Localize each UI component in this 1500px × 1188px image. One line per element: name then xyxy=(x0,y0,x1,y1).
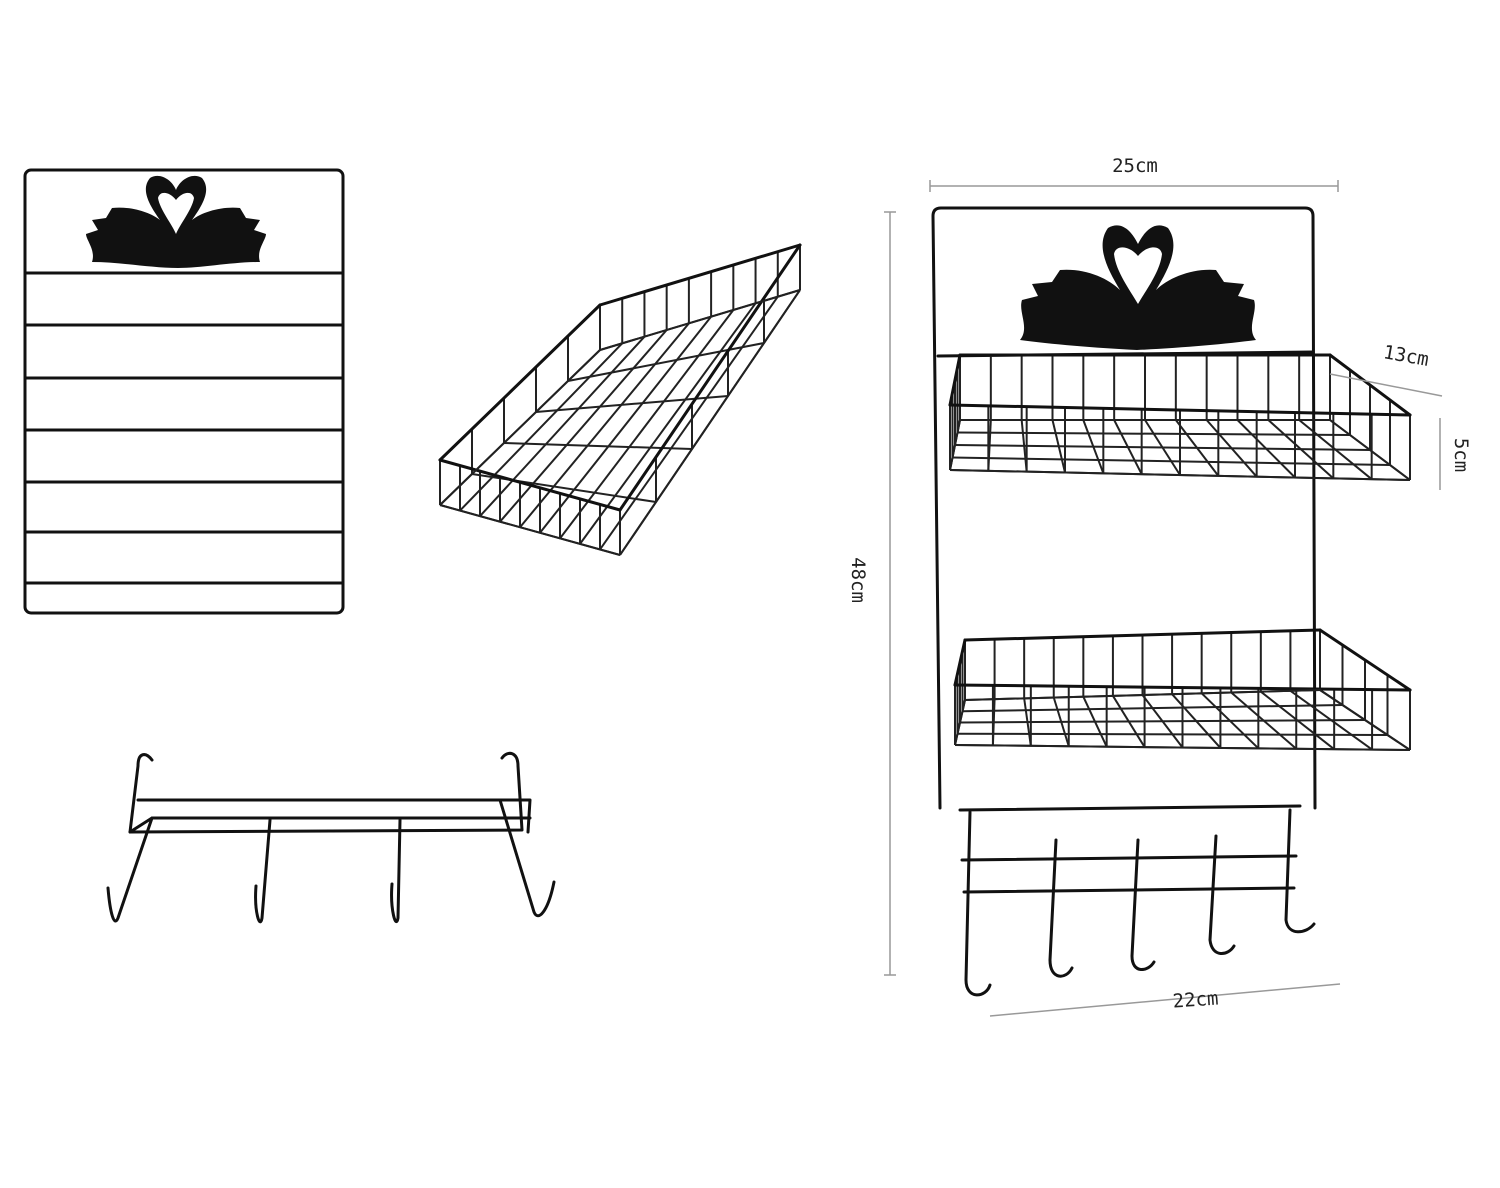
back-panel xyxy=(23,168,345,615)
assembled-rack xyxy=(931,206,1412,997)
swan-silhouette xyxy=(1020,225,1256,350)
dimension-annotations: 25cm 48cm 13cm 5cm 22cm xyxy=(847,155,1472,1017)
hook-bar xyxy=(106,751,556,924)
depth-label: 13cm xyxy=(1382,341,1431,371)
height-label: 48cm xyxy=(847,557,869,603)
basket-height-label: 5cm xyxy=(1450,438,1472,472)
wire-basket xyxy=(438,243,802,556)
hook-width-label: 22cm xyxy=(1172,987,1219,1012)
swan-silhouette xyxy=(86,175,266,268)
width-label: 25cm xyxy=(1112,155,1158,177)
